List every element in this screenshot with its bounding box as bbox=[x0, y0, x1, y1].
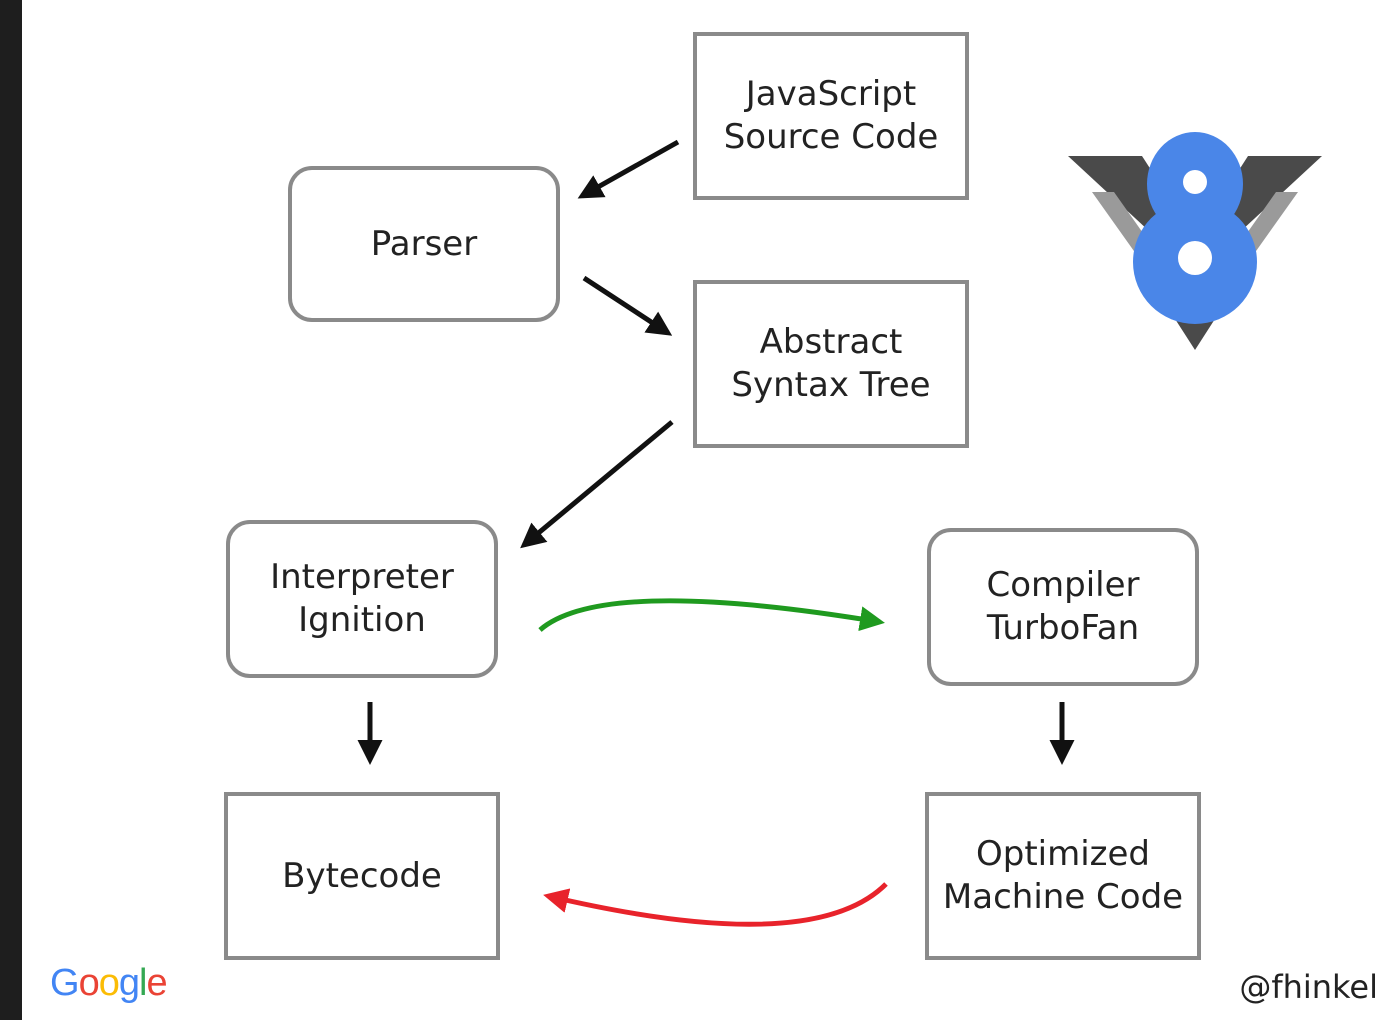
slide: JavaScript Source Code Parser Abstract S… bbox=[22, 0, 1386, 1020]
google-logo-letter: o bbox=[98, 962, 120, 1004]
node-interpreter-ignition: Interpreter Ignition bbox=[226, 520, 498, 678]
twitter-handle: @fhinkel bbox=[1239, 968, 1378, 1006]
node-label: Interpreter bbox=[270, 557, 454, 597]
node-label: JavaScript bbox=[745, 74, 917, 114]
node-label: Source Code bbox=[723, 117, 939, 157]
node-label: Syntax Tree bbox=[731, 365, 931, 405]
node-javascript-source-code: JavaScript Source Code bbox=[693, 32, 969, 200]
node-label: Abstract bbox=[759, 322, 903, 362]
node-label: Parser bbox=[370, 223, 478, 264]
arrow-source-to-parser bbox=[577, 139, 680, 199]
google-logo: Google bbox=[50, 962, 168, 1005]
google-logo-letter: e bbox=[146, 962, 167, 1004]
arrow-parser-to-ast bbox=[582, 275, 673, 336]
node-label: Ignition bbox=[298, 600, 426, 640]
arrow-ast-to-interpreter bbox=[520, 420, 674, 549]
node-label: Bytecode bbox=[282, 855, 442, 896]
node-optimized-machine-code: Optimized Machine Code bbox=[925, 792, 1201, 960]
v8-logo-icon bbox=[1068, 132, 1322, 350]
google-logo-letter: G bbox=[50, 962, 80, 1004]
arrow-deoptimize bbox=[543, 882, 888, 927]
node-parser: Parser bbox=[288, 166, 560, 322]
node-abstract-syntax-tree: Abstract Syntax Tree bbox=[693, 280, 969, 448]
google-logo-letter: l bbox=[138, 962, 148, 1004]
node-label: TurboFan bbox=[986, 608, 1140, 648]
google-logo-letter: g bbox=[118, 962, 140, 1004]
node-label: Optimized bbox=[975, 834, 1151, 874]
node-bytecode: Bytecode bbox=[224, 792, 500, 960]
google-logo-letter: o bbox=[78, 962, 100, 1004]
node-compiler-turbofan: Compiler TurboFan bbox=[927, 528, 1199, 686]
node-label: Machine Code bbox=[942, 877, 1184, 917]
flow-arrows bbox=[357, 139, 1075, 927]
node-label: Compiler bbox=[986, 565, 1140, 605]
arrow-optimize bbox=[538, 598, 885, 632]
